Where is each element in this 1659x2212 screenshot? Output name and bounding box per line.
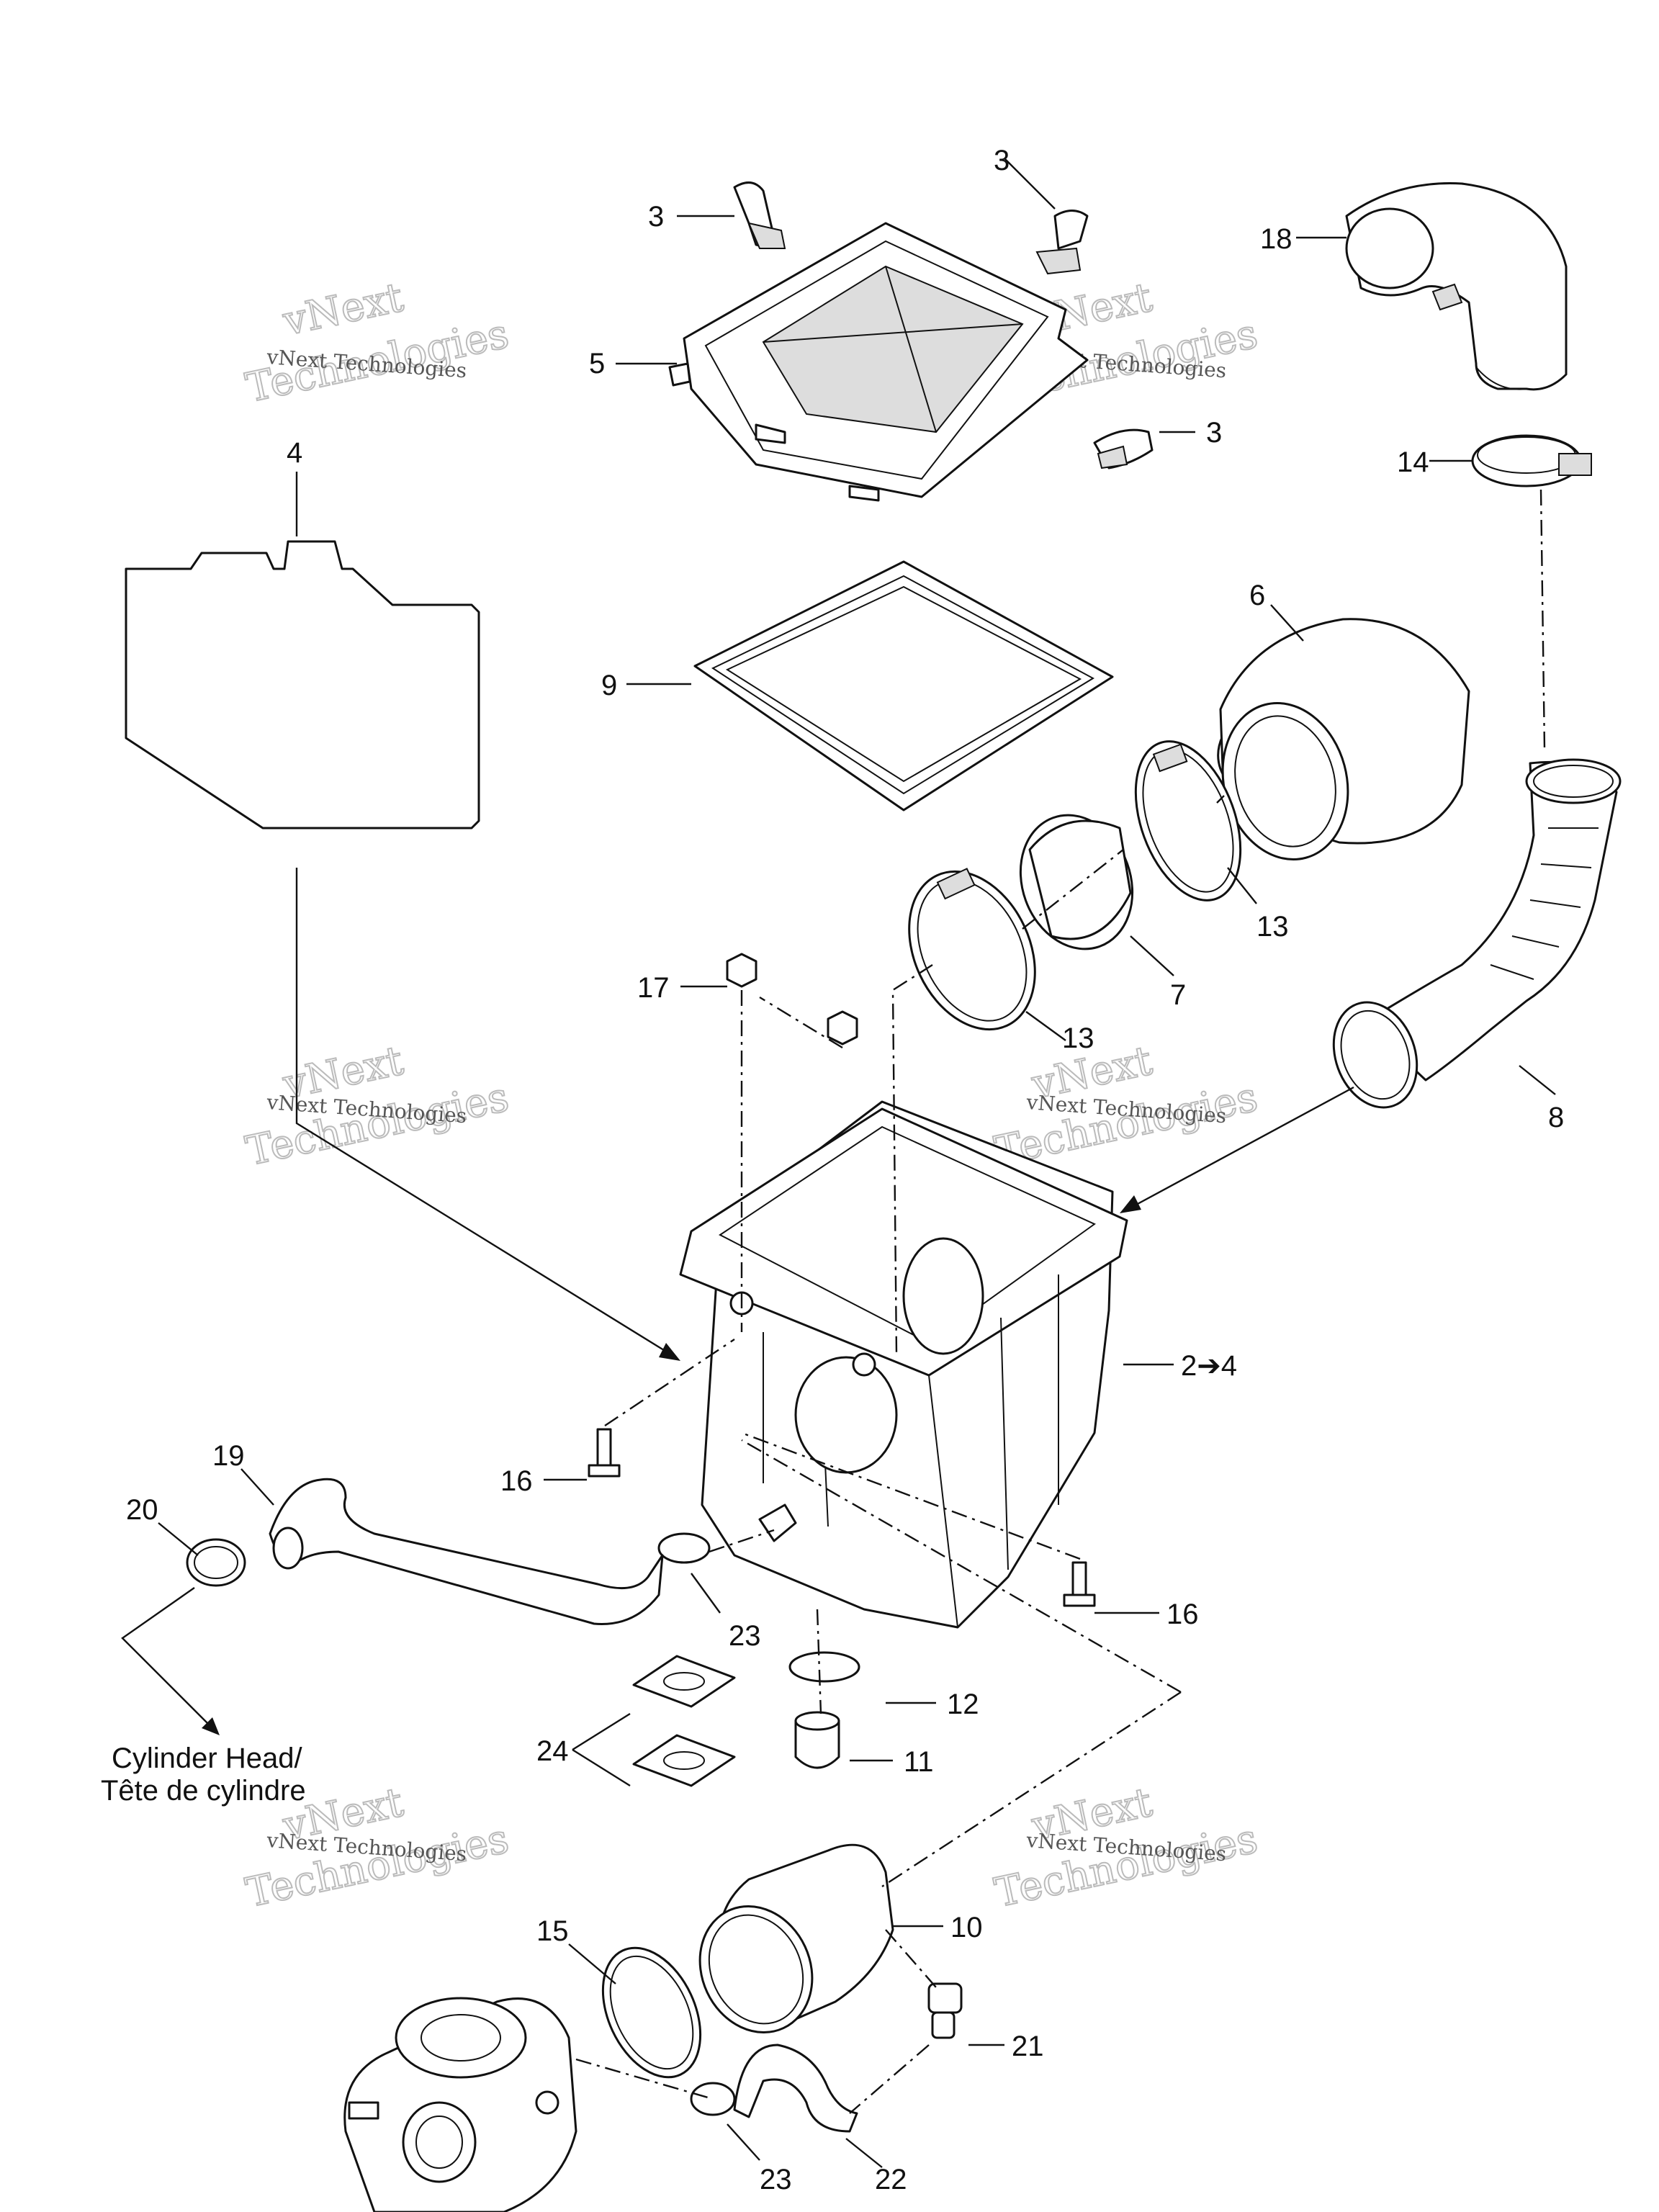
bolt-16-left bbox=[588, 1428, 621, 1478]
bolt-16-right bbox=[1063, 1561, 1096, 1607]
callout-22: 22 bbox=[875, 2164, 907, 2195]
callout-3-lower: 3 bbox=[1206, 417, 1222, 449]
callout-15: 15 bbox=[536, 1915, 569, 1947]
clamp-13-upper bbox=[1134, 740, 1242, 902]
callout-18: 18 bbox=[1260, 223, 1292, 255]
callout-7: 7 bbox=[1170, 979, 1186, 1011]
callout-23-upper: 23 bbox=[729, 1620, 761, 1652]
clamp-20 bbox=[186, 1538, 246, 1587]
assembly-lines bbox=[575, 489, 1546, 2114]
caption-line-1: Cylinder Head/ bbox=[112, 1743, 302, 1774]
air-box-housing bbox=[679, 1100, 1128, 1629]
callout-13-upper: 13 bbox=[1256, 911, 1289, 943]
air-box-cover bbox=[668, 222, 1089, 502]
clamp-13-lower bbox=[908, 868, 1036, 1031]
clamp-15 bbox=[601, 1946, 702, 2079]
callout-14: 14 bbox=[1397, 446, 1429, 478]
callout-23-lower: 23 bbox=[760, 2164, 792, 2195]
callout-5: 5 bbox=[589, 348, 605, 379]
nut-17-left bbox=[726, 953, 757, 988]
nut-17-right bbox=[827, 1010, 858, 1046]
filter-panel-outline bbox=[125, 540, 480, 830]
callout-2-4: 2➔4 bbox=[1181, 1350, 1237, 1382]
clamp-23-upper bbox=[657, 1532, 711, 1564]
carburetor bbox=[343, 1997, 577, 2212]
destination-caption: Cylinder Head/ Tête de cylindre bbox=[101, 1743, 306, 1807]
intake-duct-8 bbox=[1332, 758, 1622, 1109]
drain-cap-11 bbox=[794, 1711, 840, 1769]
callout-13-lower: 13 bbox=[1062, 1022, 1094, 1054]
coupler-7 bbox=[1019, 814, 1134, 950]
callout-11: 11 bbox=[904, 1746, 934, 1778]
callout-19: 19 bbox=[212, 1440, 245, 1472]
clip-right bbox=[1035, 210, 1089, 275]
plate-24-lower bbox=[632, 1734, 736, 1787]
fitting-21 bbox=[927, 1982, 963, 2039]
plate-24-upper bbox=[632, 1655, 736, 1708]
hose-19 bbox=[269, 1478, 664, 1625]
clip-lower bbox=[1093, 428, 1154, 469]
clamp-14 bbox=[1471, 434, 1592, 487]
callout-3-left: 3 bbox=[648, 201, 664, 233]
callout-4: 4 bbox=[287, 437, 302, 469]
watermark-group: vNext Technologies vNext Technologies vN… bbox=[241, 274, 1262, 1917]
callout-9: 9 bbox=[601, 670, 617, 701]
callouts: 3 3 3 5 4 9 6 18 14 13 7 13 17 8 2➔4 16 … bbox=[126, 145, 1564, 2195]
callout-21: 21 bbox=[1012, 2031, 1044, 2062]
callout-20: 20 bbox=[126, 1494, 158, 1526]
callout-24: 24 bbox=[536, 1735, 569, 1767]
filter-canister bbox=[1217, 618, 1470, 861]
watermark-1: vNext Technologies bbox=[241, 274, 513, 413]
callout-8: 8 bbox=[1548, 1102, 1564, 1133]
callout-6: 6 bbox=[1249, 580, 1265, 611]
adapter-boot-10 bbox=[698, 1843, 894, 2034]
callout-10: 10 bbox=[950, 1912, 983, 1943]
callout-12: 12 bbox=[947, 1689, 979, 1720]
caption-line-2: Tête de cylindre bbox=[101, 1775, 306, 1807]
filter-frame bbox=[693, 560, 1114, 811]
callout-17: 17 bbox=[637, 972, 670, 1004]
clamp-23-lower bbox=[690, 2082, 736, 2116]
callout-3-top: 3 bbox=[994, 145, 1010, 176]
callout-16-right: 16 bbox=[1166, 1599, 1199, 1630]
spring-clip-12 bbox=[788, 1651, 860, 1683]
hose-22 bbox=[733, 2044, 858, 2133]
intake-elbow-18 bbox=[1345, 182, 1568, 391]
callout-16-left: 16 bbox=[500, 1465, 533, 1497]
leader-lines bbox=[121, 158, 1556, 2168]
clip-left bbox=[733, 181, 786, 249]
